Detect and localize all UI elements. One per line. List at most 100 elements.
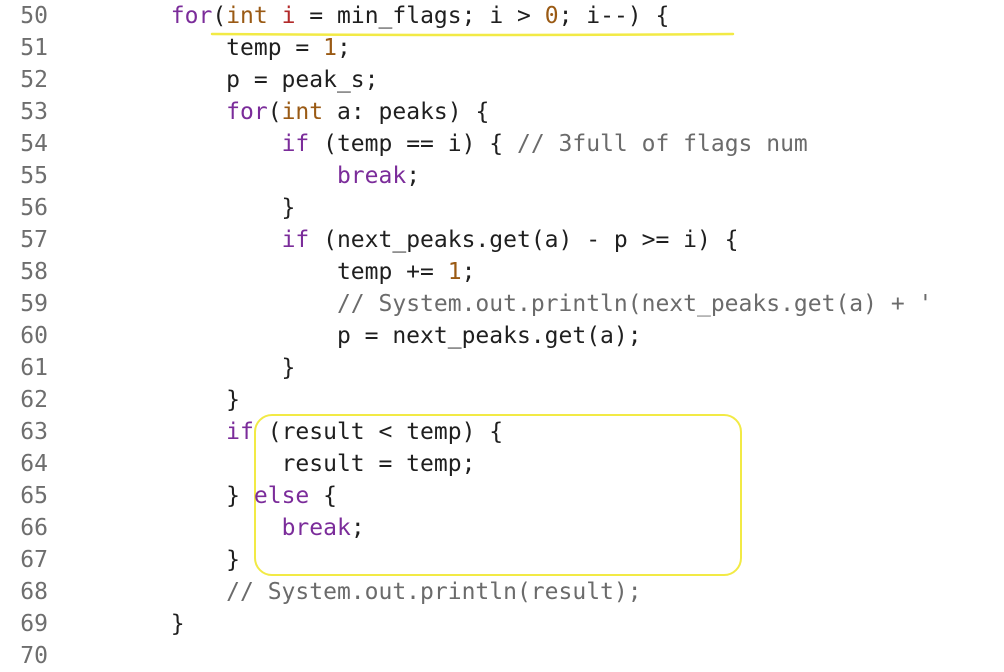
line-number: 59 bbox=[20, 291, 48, 317]
code-line[interactable]: 54 if (temp == i) { // 3full of flags nu… bbox=[0, 128, 1004, 160]
code-text[interactable]: result = temp; bbox=[60, 448, 476, 480]
code-text[interactable]: break; bbox=[60, 512, 365, 544]
code-text[interactable]: p = peak_s; bbox=[60, 64, 379, 96]
code-token: ( bbox=[212, 3, 227, 29]
code-text[interactable]: temp += 1; bbox=[60, 256, 476, 288]
keyword-token: for bbox=[170, 3, 213, 29]
code-token: a: peaks) { bbox=[323, 99, 490, 125]
code-text[interactable]: } bbox=[60, 544, 240, 576]
code-token: temp += bbox=[60, 259, 448, 285]
code-token: = min_flags; i > bbox=[295, 3, 545, 29]
code-token bbox=[268, 3, 282, 29]
line-number: 67 bbox=[20, 547, 48, 573]
code-text[interactable]: break; bbox=[60, 160, 420, 192]
code-line[interactable]: 69 } bbox=[0, 608, 1004, 640]
line-number: 68 bbox=[20, 579, 48, 605]
code-line[interactable]: 52 p = peak_s; bbox=[0, 64, 1004, 96]
code-line[interactable]: 53 for(int a: peaks) { bbox=[0, 96, 1004, 128]
code-text[interactable]: if (next_peaks.get(a) - p >= i) { bbox=[60, 224, 739, 256]
code-line[interactable]: 62 } bbox=[0, 384, 1004, 416]
code-token: ; bbox=[350, 515, 365, 541]
code-line[interactable]: 50 for(int i = min_flags; i > 0; i--) { bbox=[0, 0, 1004, 32]
code-text[interactable]: temp = 1; bbox=[60, 32, 351, 64]
code-text[interactable]: if (result < temp) { bbox=[60, 416, 503, 448]
code-line[interactable]: 51 temp = 1; bbox=[0, 32, 1004, 64]
line-number: 61 bbox=[20, 355, 48, 381]
code-token: ( bbox=[267, 99, 282, 125]
line-number: 54 bbox=[20, 131, 48, 157]
line-number: 66 bbox=[20, 515, 48, 541]
code-token: p = peak_s; bbox=[60, 67, 379, 93]
comment-token: // System.out.println(result); bbox=[226, 579, 642, 605]
line-number: 64 bbox=[20, 451, 48, 477]
code-token: } bbox=[60, 387, 241, 413]
code-text[interactable]: } bbox=[60, 352, 296, 384]
code-token: (result < temp) { bbox=[253, 419, 504, 445]
code-text[interactable]: } bbox=[60, 192, 296, 224]
code-text[interactable]: } else { bbox=[60, 480, 337, 512]
code-line[interactable]: 64 result = temp; bbox=[0, 448, 1004, 480]
highlight-box bbox=[254, 414, 742, 576]
code-line[interactable]: 70 bbox=[0, 640, 1004, 672]
code-text[interactable]: for(int i = min_flags; i > 0; i--) { bbox=[60, 0, 670, 32]
code-line[interactable]: 68 // System.out.println(result); bbox=[0, 576, 1004, 608]
code-token: { bbox=[309, 483, 337, 509]
code-token bbox=[60, 419, 226, 445]
code-text[interactable]: // System.out.println(result); bbox=[60, 576, 642, 608]
code-text[interactable]: // System.out.println(next_peaks.get(a) … bbox=[60, 288, 932, 320]
code-token: result = temp; bbox=[60, 451, 476, 477]
highlight-underline bbox=[210, 32, 735, 37]
code-line[interactable]: 60 p = next_peaks.get(a); bbox=[0, 320, 1004, 352]
code-token bbox=[60, 579, 226, 605]
line-number: 58 bbox=[20, 259, 48, 285]
line-number: 70 bbox=[20, 643, 48, 669]
code-line[interactable]: 66 break; bbox=[0, 512, 1004, 544]
code-text[interactable]: if (temp == i) { // 3full of flags num bbox=[60, 128, 808, 160]
line-number: 53 bbox=[20, 99, 48, 125]
code-token: } bbox=[60, 355, 296, 381]
line-number: 69 bbox=[20, 611, 48, 637]
code-line[interactable]: 57 if (next_peaks.get(a) - p >= i) { bbox=[0, 224, 1004, 256]
line-number: 51 bbox=[20, 35, 48, 61]
comment-token: // 3full of flags num bbox=[516, 131, 808, 157]
code-line[interactable]: 59 // System.out.println(next_peaks.get(… bbox=[0, 288, 1004, 320]
code-token: } bbox=[60, 195, 296, 221]
line-number: 62 bbox=[20, 387, 48, 413]
line-number: 65 bbox=[20, 483, 48, 509]
line-number: 52 bbox=[20, 67, 48, 93]
code-text[interactable]: for(int a: peaks) { bbox=[60, 96, 489, 128]
line-number: 57 bbox=[20, 227, 48, 253]
code-token: } bbox=[60, 483, 254, 509]
code-line[interactable]: 56 } bbox=[0, 192, 1004, 224]
code-token: (temp == i) { bbox=[309, 131, 517, 157]
keyword-token: else bbox=[253, 483, 310, 509]
number-token: 1 bbox=[447, 259, 462, 285]
code-token: ; bbox=[461, 259, 476, 285]
type-token: int bbox=[226, 3, 268, 29]
code-token: ; bbox=[406, 163, 421, 189]
code-token bbox=[60, 227, 282, 253]
code-line[interactable]: 61 } bbox=[0, 352, 1004, 384]
code-text[interactable]: } bbox=[60, 608, 185, 640]
code-token bbox=[60, 291, 337, 317]
code-line[interactable]: 55 break; bbox=[0, 160, 1004, 192]
code-line[interactable]: 65 } else { bbox=[0, 480, 1004, 512]
code-token bbox=[60, 3, 171, 29]
keyword-token: if bbox=[281, 131, 310, 157]
code-line[interactable]: 63 if (result < temp) { bbox=[0, 416, 1004, 448]
code-text[interactable]: } bbox=[60, 384, 240, 416]
code-token: ; i--) { bbox=[558, 3, 670, 29]
line-number: 60 bbox=[20, 323, 48, 349]
line-number: 63 bbox=[20, 419, 48, 445]
code-token bbox=[60, 99, 226, 125]
line-number: 55 bbox=[20, 163, 48, 189]
code-token bbox=[60, 515, 282, 541]
line-number: 56 bbox=[20, 195, 48, 221]
code-token: } bbox=[60, 547, 241, 573]
code-token bbox=[60, 163, 337, 189]
code-text[interactable]: p = next_peaks.get(a); bbox=[60, 320, 642, 352]
code-line[interactable]: 58 temp += 1; bbox=[0, 256, 1004, 288]
code-line[interactable]: 67 } bbox=[0, 544, 1004, 576]
keyword-token: if bbox=[226, 419, 254, 445]
